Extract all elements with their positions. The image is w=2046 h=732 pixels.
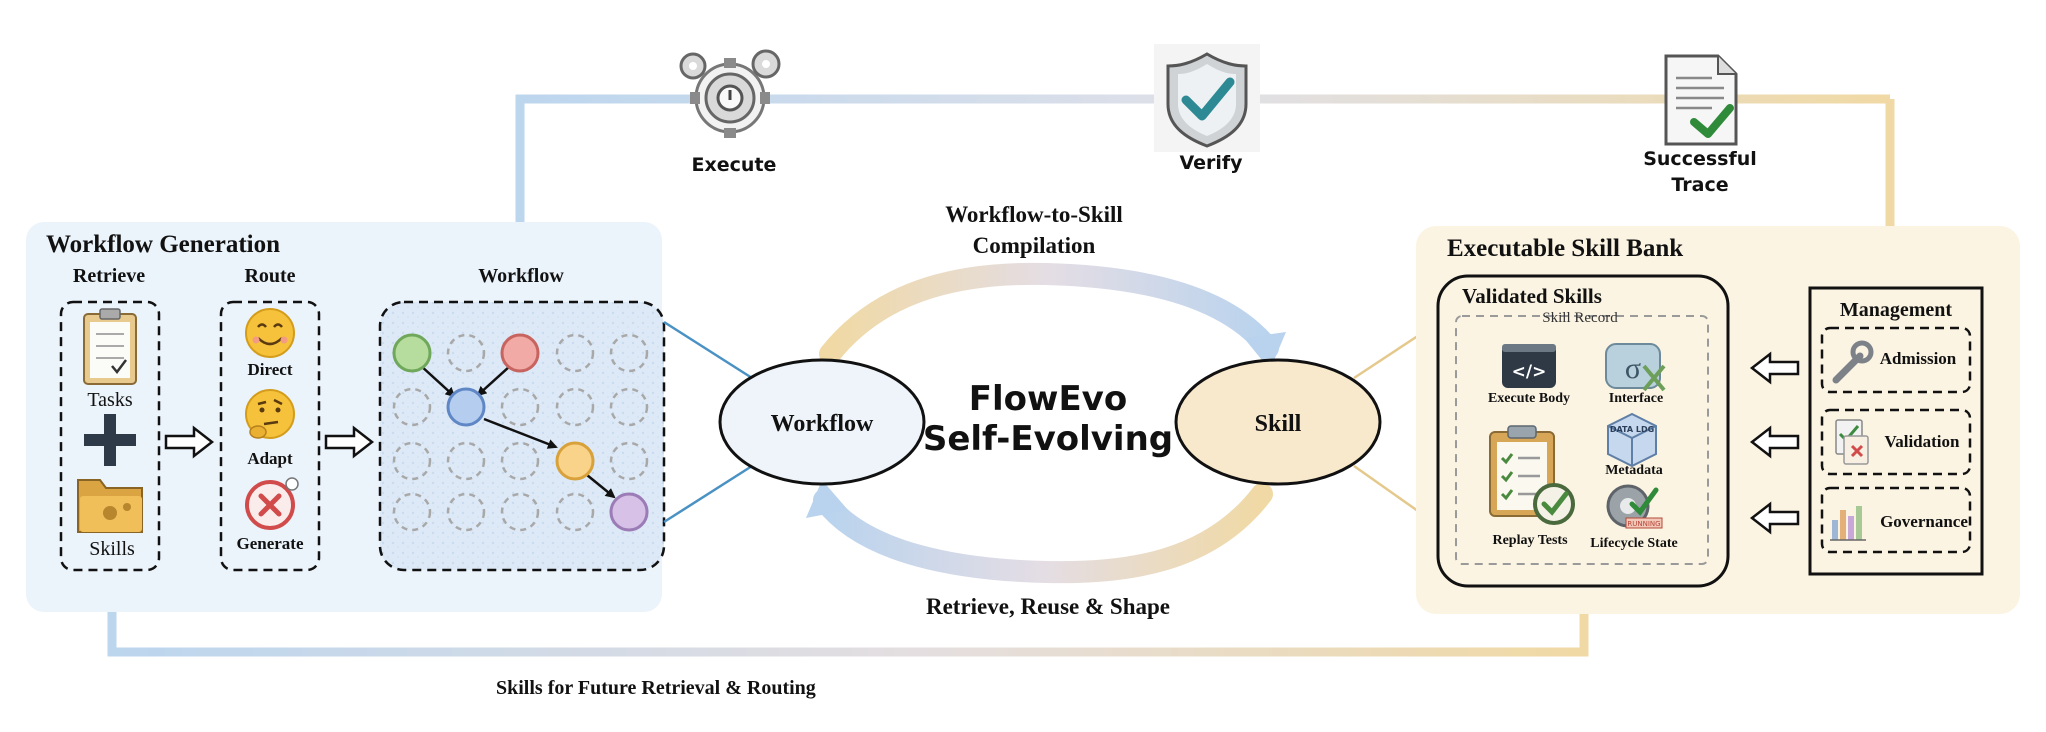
code-window-icon: </> (1502, 344, 1556, 388)
smile-face-icon (245, 308, 295, 358)
validation-label: Validation (1885, 432, 1961, 451)
node-blue (446, 387, 486, 427)
lifecycle-state-label: Lifecycle State (1590, 536, 1677, 551)
bottom-arc-head (806, 480, 848, 518)
metadata-cube-icon: DATA LDG (1607, 412, 1657, 468)
grid-slot (392, 492, 432, 532)
svg-text:</>: </> (1512, 362, 1547, 382)
skill-bank-title: Executable Skill Bank (1447, 235, 1683, 262)
admission-label: Admission (1880, 349, 1957, 368)
trace-label-line1: Successful (1643, 148, 1757, 170)
execute-body-label: Execute Body (1488, 391, 1570, 406)
bar-chart-icon (1830, 506, 1866, 541)
lifecycle-gear-icon: RUNNING (1606, 484, 1663, 529)
generate-x-icon (245, 477, 299, 530)
node-orange (555, 441, 595, 481)
governance-label: Governance (1880, 512, 1968, 531)
workflow-generation-title: Workflow Generation (46, 231, 280, 258)
grid-slot (609, 387, 649, 427)
center-title-line2: Self-Evolving (923, 419, 1173, 459)
verify-label: Verify (1179, 152, 1243, 174)
adapt-label: Adapt (247, 449, 293, 468)
metadata-label: Metadata (1605, 463, 1663, 478)
bottom-arc-label: Retrieve, Reuse & Shape (926, 594, 1170, 619)
skill-record-box (1455, 315, 1709, 565)
plus-icon (84, 414, 136, 466)
grid-slot (609, 441, 649, 481)
grid-slot (609, 333, 649, 373)
clipboard-icon (83, 308, 137, 385)
route-to-workflow-arrow (324, 425, 375, 459)
skills-label: Skills (89, 538, 135, 560)
skill-node-label: Skill (1255, 411, 1302, 437)
compilation-label-line1: Workflow-to-Skill (945, 202, 1123, 227)
workflow-title: Workflow (478, 265, 564, 287)
folder-icon (77, 479, 143, 533)
bottom-arc (813, 483, 1273, 584)
grid-slot (555, 492, 595, 532)
execute-label: Execute (692, 154, 777, 176)
replay-tests-label: Replay Tests (1492, 533, 1568, 548)
workflow-grid-box (378, 300, 666, 572)
validation-box[interactable] (1820, 408, 1972, 476)
tasks-label: Tasks (87, 389, 132, 411)
management-arrows (1749, 351, 1800, 535)
management-title: Management (1840, 299, 1953, 321)
workflow-active-nodes (392, 333, 649, 532)
clipboard-checklist-icon (1489, 425, 1575, 525)
interface-icon: σ (1605, 343, 1666, 392)
grid-slot (555, 387, 595, 427)
governance-box[interactable] (1820, 486, 1972, 554)
execute-gears-icon (679, 49, 781, 138)
trace-label-line2: Trace (1671, 174, 1728, 196)
route-title: Route (244, 265, 295, 287)
interface-label: Interface (1609, 391, 1663, 406)
grid-slot (446, 492, 486, 532)
validated-skills-title: Validated Skills (1462, 284, 1602, 308)
top-arc (819, 262, 1279, 365)
svg-text:RUNNING: RUNNING (1627, 520, 1660, 528)
workflow-edges (419, 364, 616, 499)
trace-document-icon (1664, 54, 1738, 146)
direct-label: Direct (248, 360, 293, 379)
grid-slot (446, 441, 486, 481)
svg-text:DATA LDG: DATA LDG (1610, 425, 1654, 434)
grid-slot (500, 387, 540, 427)
wrench-icon (1832, 340, 1874, 384)
top-arc-head (1244, 332, 1286, 370)
node-green (392, 333, 432, 373)
compilation-label-line2: Compilation (973, 233, 1096, 258)
grid-slot (392, 387, 432, 427)
grid-slot (392, 441, 432, 481)
grid-slot (500, 441, 540, 481)
node-red (500, 333, 540, 373)
feedback-label: Skills for Future Retrieval & Routing (496, 677, 816, 699)
generate-label: Generate (236, 534, 303, 553)
retrieve-title: Retrieve (73, 265, 145, 287)
thinking-face-icon (245, 389, 295, 439)
retrieve-to-route-arrow (164, 425, 215, 459)
workflow-node (718, 358, 926, 486)
route-box (219, 300, 321, 572)
skill-node (1174, 358, 1382, 486)
skill-record-label: Skill Record (1542, 310, 1618, 326)
node-purple (609, 492, 649, 532)
workflow-node-label: Workflow (771, 411, 874, 437)
verify-shield-icon (1154, 44, 1260, 152)
grid-slot (446, 333, 486, 373)
grid-slot (555, 333, 595, 373)
grid-slot (500, 492, 540, 532)
workflow-connector-top (663, 320, 753, 380)
center-title-line1: FlowEvo (969, 379, 1127, 419)
validation-doc-icon (1835, 419, 1869, 465)
admission-box[interactable] (1820, 326, 1972, 394)
workflow-connector-bottom (663, 464, 753, 524)
svg-text:σ: σ (1625, 352, 1641, 385)
retrieve-box (59, 300, 161, 572)
